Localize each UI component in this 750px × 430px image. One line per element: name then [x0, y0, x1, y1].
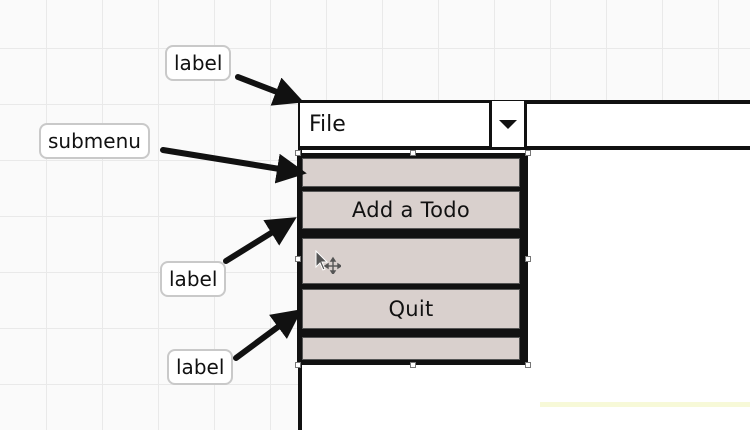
- submenu-item-blank-top[interactable]: [302, 158, 520, 187]
- submenu-panel: Add a Todo Quit: [297, 153, 528, 365]
- selection-handle[interactable]: [525, 150, 531, 156]
- submenu-item-quit[interactable]: Quit: [302, 289, 520, 329]
- callout-bottom-label: label: [167, 349, 234, 385]
- selection-handle[interactable]: [295, 362, 301, 368]
- submenu-item-label: Add a Todo: [351, 198, 471, 222]
- arrow-bottom-label: [233, 309, 303, 361]
- submenu-item-blank-middle[interactable]: [302, 238, 520, 284]
- file-menu-label: File: [309, 112, 346, 137]
- selection-handle[interactable]: [525, 256, 531, 262]
- callout-submenu: submenu: [39, 123, 150, 159]
- file-menu[interactable]: File: [300, 103, 490, 146]
- menubar-divider: [298, 146, 750, 150]
- bottom-tint: [540, 402, 750, 407]
- callout-middle-label: label: [160, 261, 227, 297]
- submenu-item-blank-bottom[interactable]: [302, 337, 520, 360]
- selection-handle[interactable]: [410, 362, 416, 368]
- selection-handle[interactable]: [295, 256, 301, 262]
- callout-top-label: label: [165, 45, 232, 81]
- arrow-middle-label: [223, 217, 297, 264]
- move-cursor-icon: [315, 250, 341, 274]
- selection-handle[interactable]: [525, 362, 531, 368]
- selection-handle[interactable]: [410, 150, 416, 156]
- arrow-submenu: [160, 147, 307, 184]
- submenu-item-add-todo[interactable]: Add a Todo: [302, 191, 520, 229]
- submenu-item-label: Quit: [388, 297, 434, 321]
- callout-arrows: [160, 74, 307, 361]
- arrow-top-label: [235, 74, 305, 106]
- chevron-down-icon: [499, 119, 517, 129]
- dropdown-button[interactable]: [489, 101, 527, 147]
